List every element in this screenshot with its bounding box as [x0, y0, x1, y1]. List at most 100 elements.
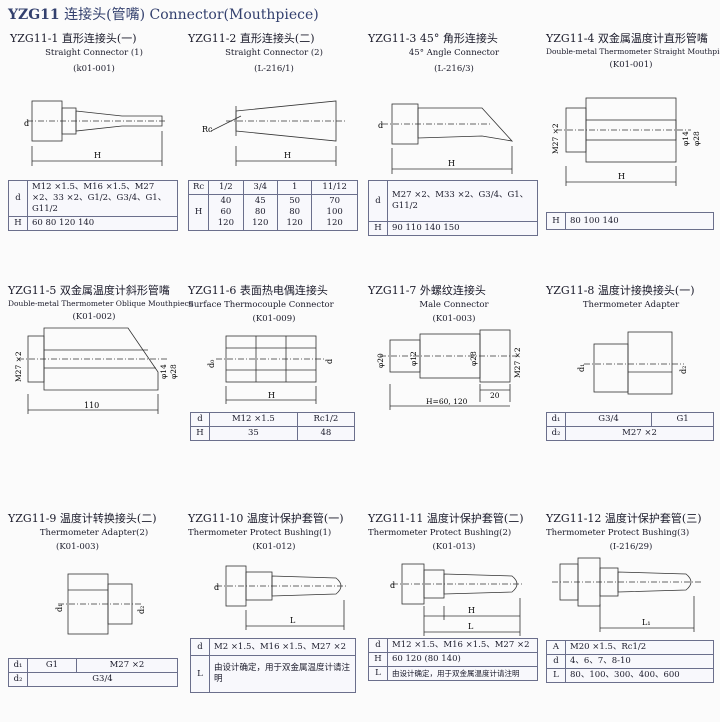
row-value: 60 120 (80 140) — [387, 652, 538, 667]
dim-l1: L₁ — [642, 618, 651, 627]
dim-d1: d₁ — [55, 604, 64, 612]
table-cell: M27 ×2 — [75, 658, 179, 673]
item-ref: (L-216/1) — [254, 64, 294, 74]
item-card: YZG11-12 温度计保护套管(三) Thermometer Protect … — [546, 510, 716, 720]
item-code: YZG11-11 温度计保护套管(二) — [368, 512, 524, 525]
dim-h: H — [448, 159, 455, 168]
item-name-en: Thermometer Protect Bushing(3) — [546, 528, 690, 538]
dim-d: d — [378, 121, 383, 130]
row-key: d — [368, 638, 388, 653]
table-cell: G1 — [27, 658, 77, 673]
dim-d: d — [390, 581, 395, 590]
table-cell: G3/4 — [27, 672, 178, 687]
row-value: M12 ×1.5、M16 ×1.5、M27 ×2 — [387, 638, 538, 653]
item-card: YZG11-11 温度计保护套管(二) Thermometer Protect … — [368, 510, 540, 720]
connector-drawing: d₀ d H — [207, 335, 334, 404]
item-card: YZG11-5 双金属温度计斜形管嘴 Double-metal Thermome… — [8, 282, 193, 462]
row-value: M2 ×1.5、M16 ×1.5、M27 ×2 — [209, 638, 356, 656]
dim-d0: d₀ — [207, 360, 216, 368]
item-name-en: Straight Connector (2) — [225, 48, 323, 58]
row-key: d₂ — [8, 672, 28, 687]
item-code: YZG11-7 外螺纹连接头 — [368, 284, 486, 297]
dim-l: L — [290, 616, 296, 625]
item-ref: (k01-001) — [73, 64, 115, 74]
dim-h: H — [284, 151, 291, 160]
connector-drawing: φ20 φ12 φ28 M27 ×2 20 H=60, 120 — [376, 329, 522, 410]
dim-rc: Rc — [202, 125, 213, 134]
item-name-en: Surface Thermocouple Connector — [188, 300, 334, 310]
item-card: YZG11-4 双金属温度计直形管嘴 Double-metal Thermome… — [546, 30, 720, 240]
table-cell: 1 — [276, 180, 313, 195]
row-key: H — [368, 221, 388, 236]
table-cell: Rc1/2 — [296, 412, 356, 427]
dim-h: H=60, 120 — [426, 397, 468, 406]
item-ref: (K01-003) — [56, 542, 99, 552]
table-row: Rc 1/2 3/4 1 11/12 — [187, 180, 358, 195]
row-key: H — [546, 212, 566, 230]
item-card: YZG11-2 直形连接头(二) Straight Connector (2) … — [187, 30, 360, 240]
page-title-zh: 连接头(管嘴) — [64, 7, 146, 23]
dim-d2: d₂ — [137, 606, 146, 614]
table-cell: 3/4 — [242, 180, 278, 195]
page-title: YZG11 连接头(管嘴) Connector(Mouthpiece) — [8, 4, 319, 24]
mouthpiece-drawing: M27 ×2 φ14 φ28 110 — [14, 327, 178, 414]
table-cell: M12 ×1.5 — [209, 412, 298, 427]
item-code: YZG11-9 温度计转换接头(二) — [8, 512, 157, 525]
page-title-en: Connector(Mouthpiece) — [149, 7, 319, 23]
row-value: 80、100、300、400、600 — [565, 668, 714, 683]
table-cell: 48 — [296, 426, 356, 441]
item-ref: (K01-001) — [609, 60, 653, 70]
row-value: M12 ×1.5、M16 ×1.5、M27 ×2、33 ×2、G1/2、G3/4… — [27, 180, 178, 217]
item-ref: (K01-013) — [432, 542, 476, 552]
dim-d1: d₁ — [577, 364, 586, 372]
row-value: 由设计确定，用于双金属温度计请注明 — [209, 655, 356, 693]
row-key: d — [190, 638, 210, 656]
item-card: YZG11-3 45° 角形连接头 45° Angle Connector (L… — [368, 30, 540, 240]
row-key: A — [546, 640, 566, 655]
dim-h: H — [268, 391, 275, 400]
row-value: M20 ×1.5、Rc1/2 — [565, 640, 714, 655]
page-title-code: YZG11 — [8, 7, 60, 23]
item-name-en: 45° Angle Connector — [408, 48, 500, 58]
item-name-en: Thermometer Protect Bushing(1) — [188, 528, 332, 538]
table-cell: 35 — [209, 426, 298, 441]
dim-inner: φ14 — [159, 364, 168, 379]
dim-thread: M27 ×2 — [14, 351, 23, 382]
row-key: d — [8, 180, 28, 217]
row-key: L — [546, 668, 566, 683]
item-code: YZG11-6 表面热电偶连接头 — [188, 284, 328, 297]
table-cell: 11/12 — [311, 180, 358, 195]
row-key: d₁ — [546, 412, 566, 427]
row-key: H — [368, 652, 388, 667]
dim-d12: φ12 — [409, 351, 418, 366]
row-value: 由设计确定，用于双金属温度计请注明 — [387, 666, 538, 681]
row-key: H — [187, 194, 210, 231]
item-name-en: Male Connector — [419, 300, 489, 310]
item-ref: (K01-009) — [252, 314, 296, 324]
dim-h: H — [618, 172, 625, 181]
row-value: 4、6、7、8-10 — [565, 654, 714, 669]
item-card: YZG11-1 直形连接头(一) Straight Connector (1) … — [8, 30, 180, 240]
item-code: YZG11-3 45° 角形连接头 — [368, 32, 498, 45]
row-key: L — [368, 666, 388, 681]
